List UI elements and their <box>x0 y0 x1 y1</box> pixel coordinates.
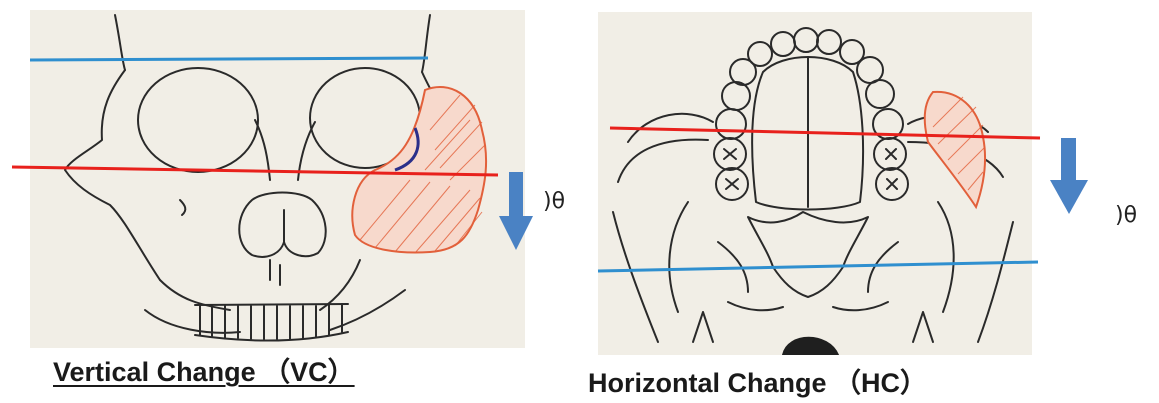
hc-blue-reference-line <box>598 262 1038 271</box>
hc-reference-lines <box>590 100 1050 280</box>
hc-down-arrow-icon <box>1048 138 1090 218</box>
vc-down-arrow-icon <box>497 172 537 252</box>
vertical-change-caption: Vertical Change （VC） <box>53 359 355 386</box>
vc-red-displaced-line <box>12 167 498 175</box>
vc-angle-theta: )θ <box>543 191 565 213</box>
hc-red-displaced-line <box>610 128 1040 138</box>
vc-blue-reference-line <box>30 58 428 60</box>
hc-angle-theta: )θ <box>1115 205 1137 227</box>
vc-reference-lines <box>0 0 560 200</box>
horizontal-change-caption: Horizontal Change （HC） <box>588 370 927 397</box>
